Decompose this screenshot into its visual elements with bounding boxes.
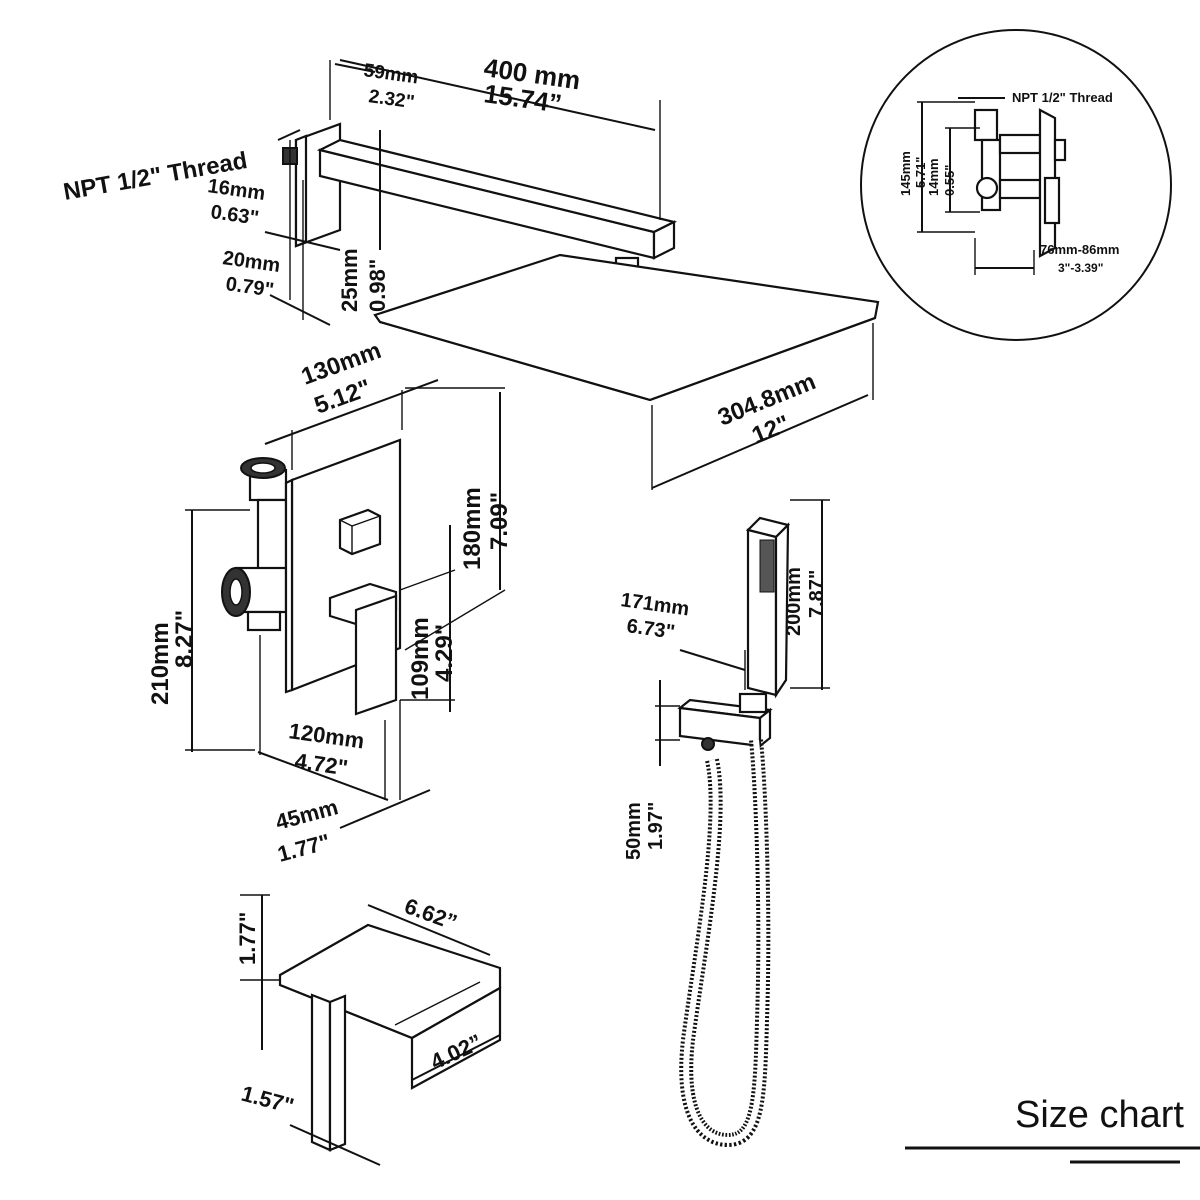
spout-height-in: 1.77" (235, 912, 260, 965)
inset-valve-detail (860, 29, 1172, 341)
shower-arm-drawing (282, 122, 678, 301)
flange-base-in: 0.79" (224, 273, 275, 302)
plate-height-mm: 180mm (459, 487, 486, 570)
handset-length-mm: 200mm (783, 567, 805, 636)
shower-hose (679, 739, 771, 1148)
inset-range-mm: 76mm-86mm (1040, 242, 1120, 257)
inset-height-mm: 145mm (898, 151, 913, 196)
inset-thread-label: NPT 1/2" Thread (1012, 90, 1113, 105)
spout-base-in: 1.57" (239, 1081, 297, 1119)
hand-shower-dimension-lines (655, 499, 830, 766)
valve-depth-in: 4.72" (293, 748, 349, 780)
handle-height-in: 4.29" (431, 624, 458, 682)
hand-shower-drawing (677, 516, 791, 751)
holder-height-in: 1.97" (645, 802, 667, 850)
spout-depth-in: 6.62” (401, 893, 460, 935)
flange-offset-mm: 59mm (362, 60, 419, 88)
valve-dimension-lines (185, 379, 506, 829)
flange-offset-in: 2.32" (367, 86, 415, 113)
inset-small-mm: 14mm (926, 158, 941, 196)
handset-length-in: 7.87" (806, 570, 828, 618)
handle-height-mm: 109mm (407, 617, 434, 700)
flange-thickness-in: 0.63" (209, 201, 260, 230)
valve-total-height-mm: 210mm (147, 622, 174, 705)
inset-height-in: 5.71" (913, 157, 928, 188)
handle-depth-mm: 45mm (273, 794, 341, 835)
valve-total-height-in: 8.27" (171, 610, 198, 668)
handle-depth-in: 1.77" (275, 829, 333, 867)
mixing-valve-drawing (221, 438, 402, 716)
inset-range-in: 3"-3.39" (1058, 261, 1103, 275)
flange-base-mm: 20mm (221, 247, 281, 277)
holder-height-mm: 50mm (623, 802, 645, 860)
head-dimension-lines (651, 323, 874, 490)
tub-spout-drawing (278, 923, 502, 1152)
arm-height-in: 0.98" (365, 259, 390, 312)
plate-height-in: 7.09" (486, 492, 513, 550)
holder-reach-in: 6.73" (625, 615, 676, 644)
size-chart-title: Size chart (1015, 1094, 1184, 1136)
arm-height-mm: 25mm (337, 248, 362, 312)
inset-small-in: 0.55" (942, 165, 957, 196)
shower-head-drawing (373, 253, 880, 402)
arm-dimension-lines (264, 59, 661, 326)
flange-thickness-mm: 16mm (206, 175, 266, 205)
spout-dimension-lines (240, 894, 501, 1166)
